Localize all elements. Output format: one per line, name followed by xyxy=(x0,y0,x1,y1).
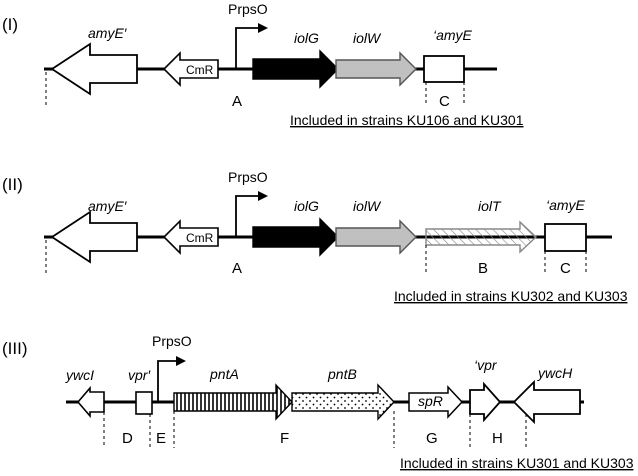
panel-2-label: (II) xyxy=(2,175,23,194)
iolW-arrow xyxy=(335,51,417,87)
promoter-3 xyxy=(157,360,176,402)
segment-A-label: A xyxy=(232,260,242,277)
iolG-arrow xyxy=(252,49,339,89)
ywcI-label: ywcI xyxy=(65,367,94,383)
iolG-arrow xyxy=(252,217,339,257)
promoter-3-arrowhead xyxy=(176,356,186,366)
segment-B-label: B xyxy=(478,260,488,277)
spr-arrow xyxy=(408,385,464,419)
panel-3-label: (III) xyxy=(2,339,28,358)
pntA-arrow xyxy=(173,383,293,421)
ywcI-arrow xyxy=(76,385,105,419)
iolW-arrow xyxy=(335,219,417,255)
segment-A-label: A xyxy=(232,93,242,110)
panel-1-note: Included in strains KU106 and KU301 xyxy=(290,112,524,128)
ywcH-label: ywcH xyxy=(537,365,573,381)
iolG-label: iolG xyxy=(294,30,319,46)
vpr-left-label: vpr′ xyxy=(128,367,151,383)
promoter-2 xyxy=(235,195,258,237)
segment-D-label: D xyxy=(122,430,133,447)
iolW-label: iolW xyxy=(353,198,382,214)
amyE-right-box xyxy=(544,223,587,252)
vpr-right-label: ‘vpr xyxy=(474,357,498,373)
panel-1-label: (I) xyxy=(2,15,18,34)
pntB-label: pntB xyxy=(327,366,357,382)
amyE-left-label: amyE′ xyxy=(88,198,128,214)
promoter-3-label: PrpsO xyxy=(152,333,192,349)
segment-C-label: C xyxy=(439,93,450,110)
segment-G-label: G xyxy=(426,430,438,447)
cmr-arrow xyxy=(162,219,219,255)
iolT-label: iolT xyxy=(478,198,502,214)
promoter-2-arrowhead xyxy=(258,191,268,201)
pntB-arrow xyxy=(291,383,395,421)
segment-F-label: F xyxy=(280,430,289,447)
ywcH-arrow xyxy=(512,379,581,425)
panel-3: (III) ywcI vpr′ PrpsO pntA pntB spR ‘vpr… xyxy=(2,333,634,471)
segment-H-label: H xyxy=(492,430,503,447)
amyE-left-label: amyE′ xyxy=(88,25,128,41)
promoter-1 xyxy=(235,27,258,69)
cmr-arrow xyxy=(162,51,219,87)
iolG-label: iolG xyxy=(294,198,319,214)
segment-C-label: C xyxy=(560,260,571,277)
cmr-label: CmR xyxy=(186,63,214,77)
amyE-left-arrow xyxy=(50,42,138,96)
iolW-label: iolW xyxy=(353,30,382,46)
panel-1: (I) amyE′ CmR PrpsO iolG iolW ‘amyE A C … xyxy=(2,1,524,128)
iolT-arrow xyxy=(425,220,538,254)
spr-label: spR xyxy=(418,393,443,409)
segment-E-label: E xyxy=(156,430,166,447)
promoter-2-label: PrpsO xyxy=(228,169,268,185)
amyE-right-box xyxy=(423,55,465,83)
amyE-right-label: ‘amyE xyxy=(433,27,473,43)
panel-2-note: Included in strains KU302 and KU303 xyxy=(394,288,628,304)
pntA-label: pntA xyxy=(209,366,239,382)
amyE-left-arrow xyxy=(50,210,138,264)
panel-2: (II) amyE′ CmR PrpsO iolG iolW iolT ‘amy… xyxy=(2,169,628,304)
cmr-label: CmR xyxy=(186,231,214,245)
vpr-left-box xyxy=(135,391,153,415)
vpr-right-arrow xyxy=(469,381,502,423)
amyE-right-label: ‘amyE xyxy=(546,197,586,213)
promoter-1-arrowhead xyxy=(258,23,268,33)
panel-3-note: Included in strains KU301 and KU303 xyxy=(400,455,634,471)
promoter-1-label: PrpsO xyxy=(228,1,268,17)
